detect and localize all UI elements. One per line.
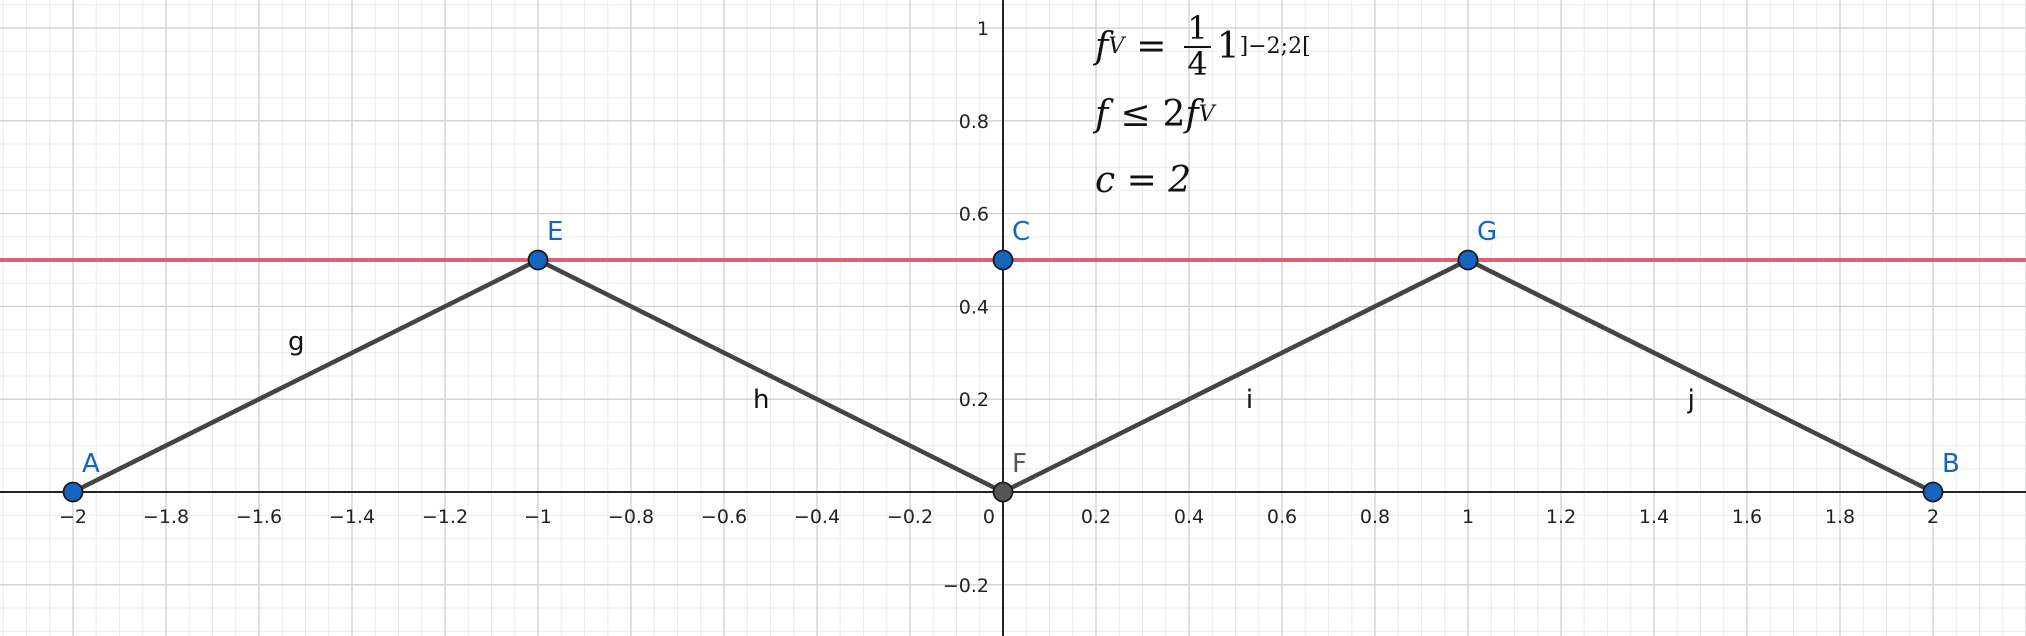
point-labels: A E C F G B	[82, 217, 1960, 479]
x-tick-label: 0.6	[1267, 506, 1297, 528]
segment-j[interactable]	[1465, 257, 1936, 495]
x-tick-label-clipped: 2	[2025, 506, 2026, 528]
formula-fraction-numerator: 1	[1184, 12, 1211, 48]
x-tick-label: 0.2	[1081, 506, 1111, 528]
formula-indicator-interval: ]−2;2[	[1239, 34, 1311, 59]
point-label-C: C	[1012, 217, 1030, 247]
formula-ineq-coef: 2	[1162, 94, 1186, 135]
segment-h[interactable]	[535, 257, 1006, 495]
points[interactable]	[62, 249, 1944, 503]
point-label-F: F	[1012, 449, 1027, 479]
point-E[interactable]	[527, 249, 549, 271]
formula-ineq-f: f	[1095, 94, 1109, 135]
point-G[interactable]	[1457, 249, 1479, 271]
x-tick-label: 1	[1462, 506, 1474, 528]
segment-label-h: h	[753, 385, 769, 415]
x-tick-label: −1	[524, 506, 552, 528]
x-tick-label: 1.6	[1732, 506, 1762, 528]
y-tick-labels: −0.2 0.2 0.4 0.6 0.8 1	[943, 18, 989, 597]
y-tick-label: 0.6	[959, 204, 989, 226]
x-tick-label-clipped: 2	[0, 506, 1, 528]
x-tick-label: −1.2	[422, 506, 468, 528]
segment-g[interactable]	[70, 257, 541, 495]
x-tick-label: −0.8	[608, 506, 654, 528]
y-tick-label: 0.8	[959, 111, 989, 133]
formula-fv-sub: V	[1108, 34, 1125, 59]
point-A[interactable]	[62, 481, 84, 503]
x-tick-label: −1.6	[236, 506, 282, 528]
x-tick-label: 2	[1927, 506, 1939, 528]
segments[interactable]	[70, 257, 1936, 495]
segment-i[interactable]	[1000, 257, 1471, 495]
formula-fv-equals: =	[1136, 26, 1167, 67]
formula-constant: c = 2	[1095, 148, 1311, 214]
point-label-A: A	[82, 449, 100, 479]
segment-label-j: j	[1687, 385, 1695, 415]
formula-ineq-leq: ≤	[1120, 94, 1151, 135]
formula-c-value: c = 2	[1095, 160, 1192, 201]
y-tick-label: 0.2	[959, 389, 989, 411]
x-tick-label: 1.4	[1639, 506, 1669, 528]
x-tick-label: 0.8	[1360, 506, 1390, 528]
y-tick-label: 0.4	[959, 296, 989, 318]
segment-labels: g h i j	[288, 327, 1695, 415]
point-label-B: B	[1942, 449, 1960, 479]
formula-fv-f: f	[1095, 26, 1109, 67]
x-tick-label: 0	[983, 506, 995, 528]
y-tick-label: −0.2	[943, 575, 989, 597]
formula-fraction-denominator: 4	[1187, 45, 1208, 83]
x-tick-label: −0.2	[887, 506, 933, 528]
formula-ineq-sub: V	[1198, 102, 1215, 127]
x-tick-label: −0.4	[794, 506, 840, 528]
x-tick-labels: −2 −1.8 −1.6 −1.4 −1.2 −1 −0.8 −0.6 −0.4 −0.2 0 0.2…	[0, 506, 2026, 528]
x-tick-label: 1.2	[1546, 506, 1576, 528]
x-tick-label: −2	[59, 506, 87, 528]
point-B[interactable]	[1922, 481, 1944, 503]
y-tick-label: 1	[977, 18, 989, 40]
segment-label-i: i	[1246, 385, 1253, 415]
formula-ineq-fv: f	[1185, 94, 1199, 135]
x-tick-label: 0.4	[1174, 506, 1204, 528]
x-tick-label: −0.6	[701, 506, 747, 528]
x-tick-label: −1.8	[143, 506, 189, 528]
formula-fraction: 1 4	[1184, 12, 1211, 83]
point-label-G: G	[1477, 217, 1497, 247]
segment-label-g: g	[288, 327, 305, 357]
formula-indicator-one: 1	[1216, 26, 1240, 67]
point-label-E: E	[547, 217, 563, 247]
x-tick-label: 1.8	[1825, 506, 1855, 528]
x-tick-label: −1.4	[329, 506, 375, 528]
point-F[interactable]	[992, 481, 1014, 503]
point-C[interactable]	[992, 249, 1014, 271]
